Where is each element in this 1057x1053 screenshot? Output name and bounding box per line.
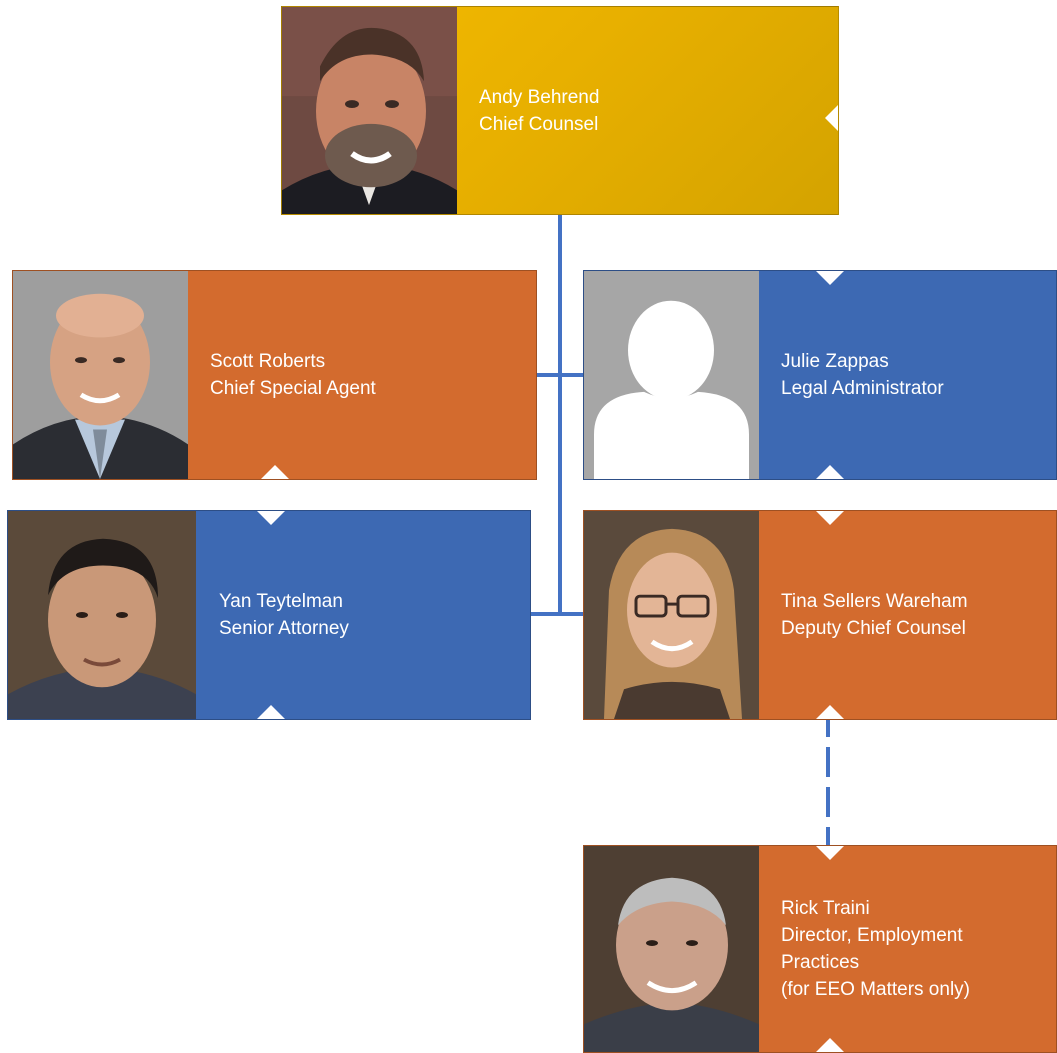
person-name: Julie Zappas bbox=[781, 351, 889, 372]
person-name: Scott Roberts bbox=[210, 351, 326, 372]
collapse-caret-icon[interactable] bbox=[815, 846, 845, 861]
org-card-julie-zappas[interactable]: Julie Zappas Legal Administrator bbox=[583, 270, 1057, 480]
person-title: Senior Attorney bbox=[219, 618, 349, 639]
expand-caret-icon[interactable] bbox=[815, 1037, 845, 1052]
person-title-line-3: (for EEO Matters only) bbox=[781, 979, 970, 1000]
person-title-line-1: Director, Employment bbox=[781, 925, 963, 946]
person-title: Chief Counsel bbox=[479, 113, 599, 135]
avatar bbox=[13, 271, 188, 479]
expand-caret-icon[interactable] bbox=[815, 704, 845, 719]
org-card-andy-behrend[interactable]: Andy Behrend Chief Counsel bbox=[281, 6, 839, 215]
person-name: Andy Behrend bbox=[479, 86, 600, 108]
card-text: Julie Zappas Legal Administrator bbox=[781, 271, 1056, 479]
person-title: Legal Administrator bbox=[781, 378, 944, 399]
expand-caret-icon[interactable] bbox=[260, 464, 290, 479]
person-name: Rick Traini bbox=[781, 898, 870, 919]
card-text: Rick Traini Director, Employment Practic… bbox=[781, 846, 1056, 1052]
connector-trunk bbox=[558, 215, 562, 615]
collapse-caret-icon[interactable] bbox=[824, 104, 838, 132]
collapse-caret-icon[interactable] bbox=[815, 271, 845, 286]
org-card-tina-sellers-wareham[interactable]: Tina Sellers Wareham Deputy Chief Counse… bbox=[583, 510, 1057, 720]
avatar bbox=[584, 846, 759, 1052]
collapse-caret-icon[interactable] bbox=[815, 511, 845, 526]
avatar bbox=[282, 7, 457, 214]
expand-caret-icon[interactable] bbox=[256, 704, 286, 719]
org-card-scott-roberts[interactable]: Scott Roberts Chief Special Agent bbox=[12, 270, 537, 480]
org-card-yan-teytelman[interactable]: Yan Teytelman Senior Attorney bbox=[7, 510, 531, 720]
collapse-caret-icon[interactable] bbox=[256, 511, 286, 526]
connector-scott-julie bbox=[536, 373, 584, 377]
person-title: Deputy Chief Counsel bbox=[781, 618, 966, 639]
card-text: Tina Sellers Wareham Deputy Chief Counse… bbox=[781, 511, 1056, 719]
connector-yan-tina bbox=[530, 612, 584, 616]
avatar bbox=[584, 511, 759, 719]
person-title-line-2: Practices bbox=[781, 952, 860, 973]
card-text: Andy Behrend Chief Counsel bbox=[479, 7, 838, 214]
person-title: Chief Special Agent bbox=[210, 378, 376, 399]
org-card-rick-traini[interactable]: Rick Traini Director, Employment Practic… bbox=[583, 845, 1057, 1053]
person-name: Tina Sellers Wareham bbox=[781, 591, 968, 612]
person-name: Yan Teytelman bbox=[219, 591, 343, 612]
avatar bbox=[8, 511, 196, 719]
avatar-placeholder bbox=[584, 271, 759, 479]
expand-caret-icon[interactable] bbox=[815, 464, 845, 479]
card-text: Scott Roberts Chief Special Agent bbox=[210, 271, 536, 479]
card-text: Yan Teytelman Senior Attorney bbox=[219, 511, 530, 719]
